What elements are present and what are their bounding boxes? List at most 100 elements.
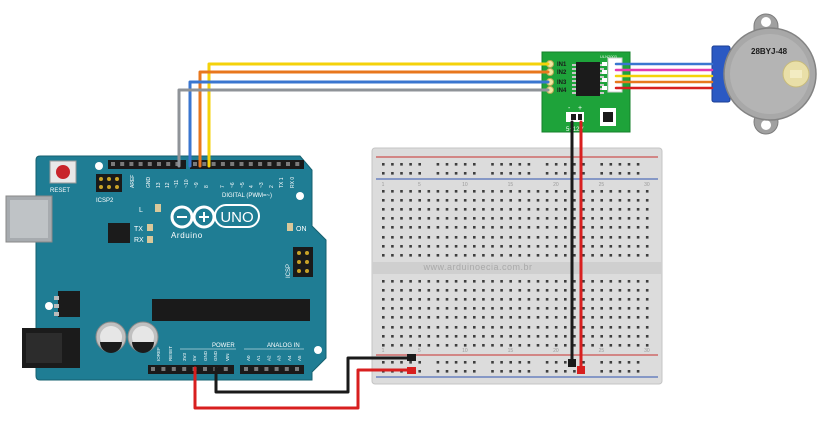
driver-input-label: IN1 — [557, 62, 567, 68]
breadboard-hole — [518, 190, 522, 193]
breadboard-hole — [491, 326, 494, 329]
breadboard-hole — [500, 370, 503, 373]
breadboard-hole — [409, 163, 412, 166]
breadboard-hole — [600, 208, 603, 211]
breadboard-hole — [509, 344, 512, 347]
reset-button — [49, 160, 77, 184]
breadboard-hole — [573, 172, 576, 175]
breadboard-hole — [482, 236, 485, 239]
breadboard-hole — [418, 217, 421, 220]
power-pin-label: 3V3 — [182, 352, 187, 361]
breadboard-hole — [482, 316, 485, 319]
breadboard-hole — [554, 172, 558, 175]
breadboard-hole — [409, 298, 412, 301]
breadboard-hole — [445, 344, 449, 347]
breadboard-hole — [418, 289, 421, 292]
breadboard-hole — [436, 236, 440, 239]
breadboard-hole — [491, 217, 494, 220]
breadboard-hole — [382, 208, 385, 211]
breadboard-hole — [554, 370, 558, 373]
breadboard-hole — [409, 254, 412, 257]
breadboard-hole — [636, 344, 640, 347]
breadboard-hole — [645, 254, 649, 257]
breadboard-hole — [509, 289, 512, 292]
breadboard-hole — [427, 217, 431, 220]
breadboard-hole — [527, 289, 531, 292]
breadboard-hole — [463, 298, 467, 301]
breadboard-hole — [609, 190, 613, 193]
breadboard-hole — [545, 236, 549, 239]
breadboard-hole — [473, 217, 476, 220]
breadboard-hole — [609, 307, 613, 310]
uno-label: UNO — [220, 209, 253, 226]
breadboard-hole — [636, 280, 640, 283]
breadboard-hole — [409, 172, 412, 175]
breadboard-hole — [564, 326, 567, 329]
breadboard-column-number: 25 — [599, 348, 605, 354]
breadboard-hole — [636, 370, 640, 373]
breadboard-hole — [382, 236, 385, 239]
breadboard-hole — [527, 335, 531, 338]
breadboard-hole — [409, 280, 412, 283]
breadboard-hole — [463, 208, 467, 211]
breadboard-hole — [382, 307, 385, 310]
breadboard-hole — [391, 190, 394, 193]
breadboard-hole — [627, 199, 631, 202]
breadboard-hole — [536, 208, 540, 211]
breadboard-hole — [564, 217, 567, 220]
breadboard-hole — [400, 163, 403, 166]
breadboard-hole — [518, 163, 522, 166]
breadboard-hole — [600, 335, 603, 338]
analog-pin-label: A5 — [297, 355, 302, 361]
breadboard-hole — [509, 199, 512, 202]
breadboard-hole — [636, 361, 640, 364]
breadboard-hole — [500, 199, 503, 202]
breadboard-hole — [427, 307, 431, 310]
breadboard-hole — [463, 307, 467, 310]
breadboard-hole — [573, 226, 576, 229]
breadboard-hole — [545, 190, 549, 193]
breadboard-hole — [418, 280, 421, 283]
digital-pin-label: 7 — [220, 185, 226, 188]
breadboard-hole — [554, 190, 558, 193]
breadboard-hole — [463, 344, 467, 347]
breadboard-hole — [518, 236, 522, 239]
breadboard-hole — [627, 208, 631, 211]
breadboard-hole — [582, 280, 585, 283]
breadboard-hole — [427, 335, 431, 338]
breadboard-hole — [473, 316, 476, 319]
breadboard-hole — [391, 226, 394, 229]
wire-orange-in2 — [198, 70, 550, 168]
breadboard-hole — [445, 326, 449, 329]
breadboard-hole — [627, 245, 631, 248]
breadboard-hole — [636, 307, 640, 310]
breadboard-hole — [500, 335, 503, 338]
breadboard-hole — [554, 226, 558, 229]
breadboard-hole — [645, 199, 649, 202]
breadboard-hole — [645, 280, 649, 283]
breadboard-hole — [545, 335, 549, 338]
breadboard-hole — [509, 245, 512, 248]
breadboard-hole — [391, 298, 394, 301]
breadboard-hole — [564, 344, 567, 347]
breadboard-column-number: 10 — [462, 182, 468, 188]
breadboard-hole — [636, 226, 640, 229]
breadboard-hole — [627, 335, 631, 338]
breadboard-hole — [436, 254, 440, 257]
breadboard-column-number: 25 — [599, 182, 605, 188]
breadboard-hole — [436, 226, 440, 229]
breadboard-hole — [500, 307, 503, 310]
breadboard-hole — [527, 326, 531, 329]
breadboard-hole — [491, 245, 494, 248]
breadboard-hole — [500, 289, 503, 292]
digital-pin-label: 4 — [249, 185, 255, 188]
breadboard-hole — [536, 217, 540, 220]
breadboard-hole — [436, 361, 440, 364]
breadboard-hole — [582, 289, 585, 292]
breadboard-hole — [418, 254, 421, 257]
driver-input-label: IN2 — [557, 70, 567, 76]
wire-arduino-5v — [193, 366, 414, 410]
breadboard-hole — [618, 190, 622, 193]
breadboard-hole — [418, 335, 421, 338]
breadboard-hole — [591, 289, 594, 292]
